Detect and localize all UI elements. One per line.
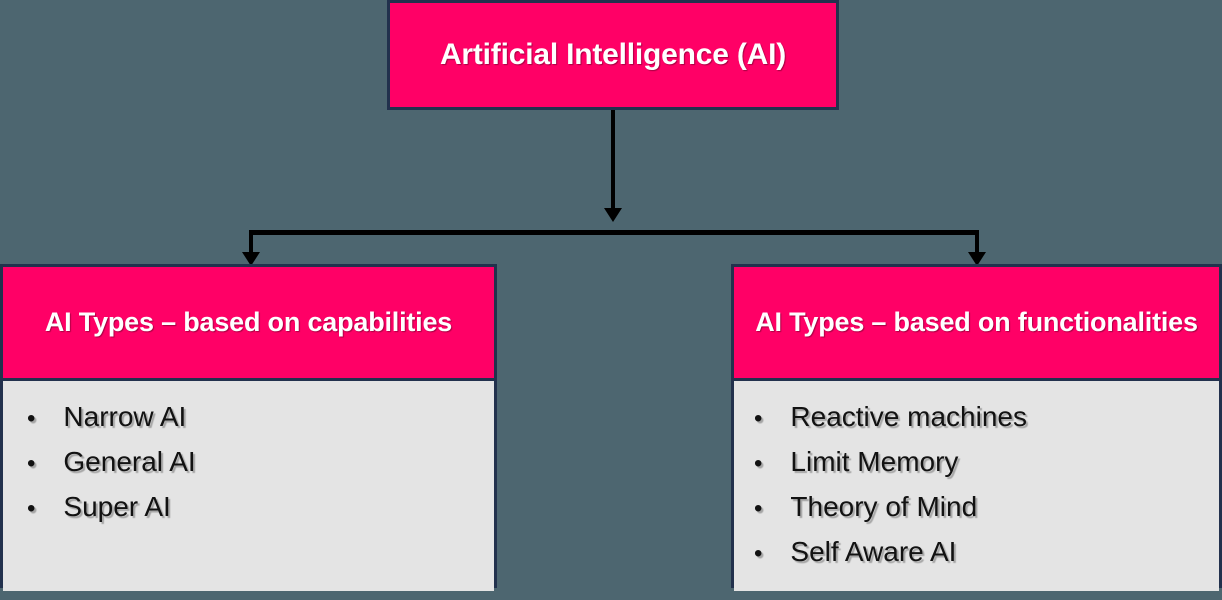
list-item[interactable]: • Narrow AI [3, 403, 494, 448]
list-item[interactable]: • Limit Memory [734, 448, 1219, 493]
bullet-dot-icon: • [754, 405, 763, 432]
connector-left-vertical [249, 232, 253, 255]
bullet-list-capabilities: • Narrow AI • General AI • Super AI [3, 403, 494, 538]
list-item-label: Reactive machines [790, 401, 1027, 432]
list-item-label: Theory of Mind [790, 491, 978, 522]
bullet-dot-icon: • [754, 495, 763, 522]
list-item[interactable]: • Self Aware AI [734, 538, 1219, 583]
bullet-dot-icon: • [754, 450, 763, 477]
connector-horizontal-bus [249, 230, 979, 235]
list-item[interactable]: • Super AI [3, 493, 494, 538]
list-item-label: General AI [63, 446, 196, 477]
bullet-dot-icon: • [754, 540, 763, 567]
list-item-label: Super AI [63, 491, 171, 522]
connector-right-vertical [975, 232, 979, 255]
node-artificial-intelligence[interactable]: Artificial Intelligence (AI) [387, 0, 839, 110]
list-item[interactable]: • General AI [3, 448, 494, 493]
list-item-label: Limit Memory [790, 446, 959, 477]
node-title-capabilities: AI Types – based on capabilities [3, 267, 494, 378]
bullet-dot-icon: • [27, 495, 36, 522]
node-title-functionalities: AI Types – based on functionalities [734, 267, 1219, 378]
list-item-label: Self Aware AI [790, 536, 957, 567]
node-body-functionalities: • Reactive machines • Limit Memory • The… [734, 378, 1219, 591]
connector-root-vertical [611, 110, 615, 210]
node-body-capabilities: • Narrow AI • General AI • Super AI [3, 378, 494, 591]
list-item[interactable]: • Theory of Mind [734, 493, 1219, 538]
list-item-label: Narrow AI [63, 401, 187, 432]
node-title-artificial-intelligence: Artificial Intelligence (AI) [390, 3, 836, 107]
node-ai-types-capabilities[interactable]: AI Types – based on capabilities • Narro… [0, 264, 497, 591]
arrowhead-left-down-icon [242, 252, 260, 266]
bullet-dot-icon: • [27, 405, 36, 432]
arrowhead-root-down-icon [604, 208, 622, 222]
bullet-dot-icon: • [27, 450, 36, 477]
bullet-list-functionalities: • Reactive machines • Limit Memory • The… [734, 403, 1219, 583]
list-item[interactable]: • Reactive machines [734, 403, 1219, 448]
node-ai-types-functionalities[interactable]: AI Types – based on functionalities • Re… [731, 264, 1222, 591]
arrowhead-right-down-icon [968, 252, 986, 266]
